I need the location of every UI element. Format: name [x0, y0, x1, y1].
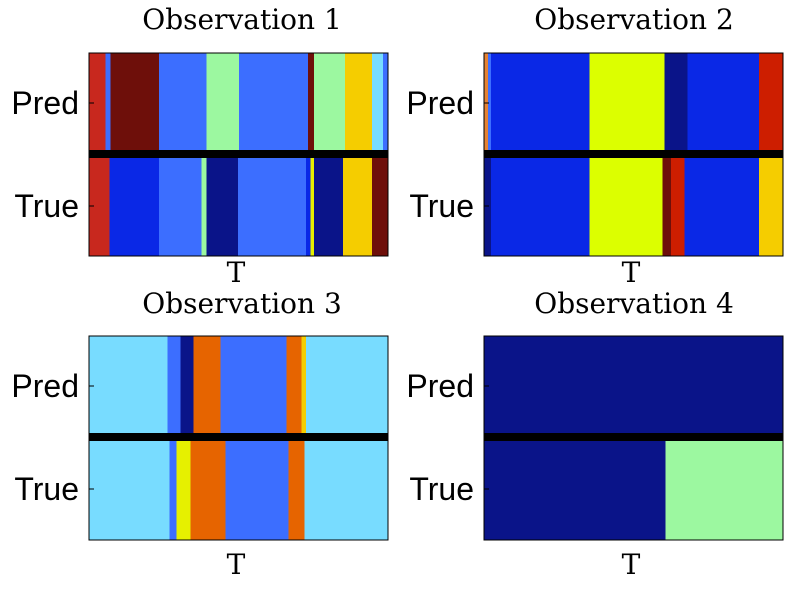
segment-cell [286, 336, 302, 433]
segment-cell [89, 441, 170, 540]
true-row [89, 441, 388, 540]
segment-cell [109, 158, 159, 256]
segment-cell [490, 53, 590, 150]
segment-cell [158, 158, 202, 256]
segment-cell [758, 53, 783, 150]
segment-cell [310, 158, 315, 256]
true-row [484, 441, 783, 540]
segment-cell [239, 53, 309, 150]
segment-cell [687, 53, 759, 150]
segment-cell [487, 53, 491, 150]
row-label-pred: Pred [406, 368, 474, 404]
panel-observation-4: Observation 4 Pred True T [406, 287, 784, 581]
segment-cell [313, 53, 345, 150]
segment-cell [193, 336, 221, 433]
segment-cell [383, 53, 388, 150]
x-axis-label: T [227, 256, 246, 289]
row-label-true: True [14, 188, 79, 224]
segment-cell [179, 441, 191, 540]
segment-cell [176, 441, 180, 540]
separator-bar [89, 433, 388, 441]
segment-cell [301, 336, 306, 433]
segment-cell [665, 441, 783, 540]
segment-cell [305, 336, 388, 433]
segment-cell [372, 53, 384, 150]
pred-row [89, 53, 388, 150]
segment-cell [201, 158, 207, 256]
segment-cell [589, 158, 663, 256]
segment-cell [105, 53, 111, 150]
true-row [89, 158, 388, 256]
segment-cell [589, 53, 665, 150]
plot-frame [483, 335, 784, 541]
segment-cell [304, 441, 388, 540]
segment-cell [308, 53, 314, 150]
separator-bar [484, 433, 783, 441]
segment-cell [344, 53, 373, 150]
panel-observation-2: Observation 2 Pred True T [406, 3, 784, 289]
segment-cell [484, 336, 783, 433]
segment-cell [484, 158, 491, 256]
segment-cell [180, 336, 194, 433]
row-label-pred: Pred [11, 85, 79, 121]
plot-frame [483, 52, 784, 257]
panel-title: Observation 4 [534, 287, 734, 320]
segment-cell [484, 441, 666, 540]
segment-cell [158, 53, 207, 150]
segment-cell [206, 53, 240, 150]
segment-cell [206, 158, 238, 256]
panel-observation-1: Observation 1 Pred True T [11, 3, 389, 289]
x-axis-label: T [622, 256, 641, 289]
separator-bar [89, 150, 388, 158]
segment-cell [89, 53, 106, 150]
pred-row [484, 336, 783, 433]
pred-row [484, 53, 783, 150]
segment-cell [89, 158, 110, 256]
segment-cell [110, 53, 159, 150]
plot-frame [88, 52, 389, 257]
segment-cell [758, 158, 783, 256]
pred-row [89, 336, 388, 433]
panel-title: Observation 2 [534, 3, 734, 36]
segment-cell [169, 441, 177, 540]
segment-cell [220, 336, 287, 433]
segment-cell [664, 53, 688, 150]
segment-cell [190, 441, 226, 540]
row-label-true: True [409, 471, 474, 507]
row-label-true: True [14, 471, 79, 507]
segment-cell [306, 158, 311, 256]
segment-cell [314, 158, 343, 256]
panel-title: Observation 3 [142, 287, 342, 320]
x-axis-label: T [227, 548, 246, 581]
row-label-pred: Pred [406, 85, 474, 121]
segment-cell [288, 441, 305, 540]
segment-cell [237, 158, 307, 256]
true-row [484, 158, 783, 256]
segment-cell [671, 158, 685, 256]
row-label-true: True [409, 188, 474, 224]
segment-cell [225, 441, 289, 540]
segment-cell [484, 53, 488, 150]
segment-cell [167, 336, 181, 433]
plot-frame [88, 335, 389, 541]
segment-cell [490, 158, 590, 256]
x-axis-label: T [622, 548, 641, 581]
panel-title: Observation 1 [142, 3, 342, 36]
segment-cell [684, 158, 759, 256]
segment-cell [342, 158, 373, 256]
segment-cell [662, 158, 672, 256]
panel-observation-3: Observation 3 Pred True T [11, 287, 389, 581]
segment-cell [89, 336, 168, 433]
separator-bar [484, 150, 783, 158]
segment-cell [372, 158, 388, 256]
row-label-pred: Pred [11, 368, 79, 404]
